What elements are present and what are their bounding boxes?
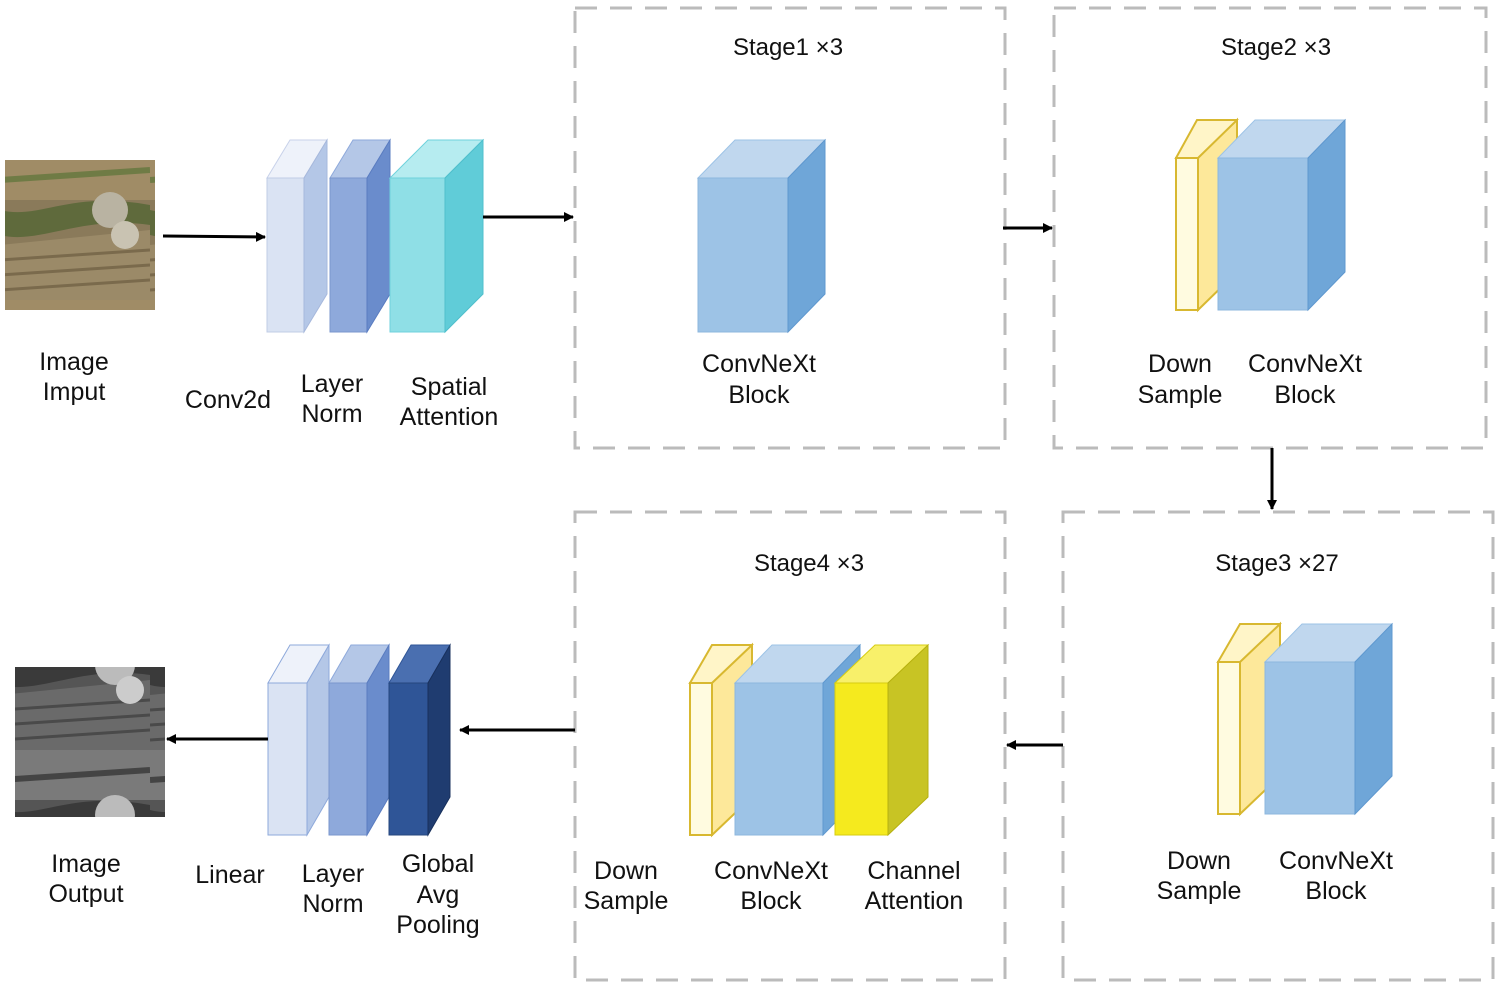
output-image (15, 667, 165, 817)
stage2-box (1052, 6, 1488, 450)
stage4-down-label-line2: Sample (584, 887, 669, 915)
gap-label-line3: Pooling (396, 911, 479, 939)
stage4-attn-label-line2: Attention (865, 887, 964, 915)
stage2-block-label-line2: Block (1274, 381, 1336, 409)
conv2d-block (266, 138, 328, 334)
gap-label-line1: Global (402, 850, 474, 878)
stage1-title: Stage1 ×3 (733, 34, 843, 61)
head-layer-norm-label-line1: Layer (302, 860, 365, 888)
stem-layer-norm-label-line2: Norm (301, 400, 362, 428)
stage1-block-label-line1: ConvNeXt (702, 350, 816, 378)
stage1-block-label-line2: Block (728, 381, 790, 409)
spatial-attention-label-line1: Spatial (411, 373, 487, 401)
stage4-box (573, 510, 1007, 982)
input-image (5, 160, 155, 310)
stage4-attn-label-line1: Channel (867, 857, 960, 885)
head-layer-norm-label-line2: Norm (302, 890, 363, 918)
stem-layer-norm-label-line1: Layer (301, 370, 364, 398)
arrow-input-to-conv2d (162, 231, 266, 242)
input-label-line2: Imput (43, 378, 106, 406)
stage3-down-label-line2: Sample (1157, 877, 1242, 905)
conv2d-label: Conv2d (185, 386, 271, 414)
stage2-down-label-line2: Sample (1138, 381, 1223, 409)
stage2-convnext-block (1216, 118, 1347, 312)
head-layer-norm-block (328, 643, 390, 837)
stem-layer-norm-block (329, 138, 391, 334)
stage4-block-label-line2: Block (740, 887, 802, 915)
stage3-block-label-line1: ConvNeXt (1279, 847, 1393, 875)
stage4-channel-attention-block (833, 643, 930, 837)
stage4-down-label-line1: Down (594, 857, 658, 885)
global-avg-pooling-block (388, 643, 451, 837)
stage2-block-label-line1: ConvNeXt (1248, 350, 1362, 378)
stage3-block-label-line2: Block (1305, 877, 1367, 905)
stage4-title: Stage4 ×3 (754, 550, 864, 577)
stage3-title: Stage3 ×27 (1215, 550, 1338, 577)
stage3-down-label-line1: Down (1167, 847, 1231, 875)
linear-block (267, 643, 330, 837)
stage2-title: Stage2 ×3 (1221, 34, 1331, 61)
input-label-line1: Image (39, 348, 108, 376)
output-label-line2: Output (48, 880, 123, 908)
spatial-attention-block (388, 138, 485, 334)
linear-label: Linear (195, 861, 265, 889)
spatial-attention-label-line2: Attention (400, 403, 499, 431)
gap-label-line2: Avg (417, 881, 460, 909)
output-label-line1: Image (51, 850, 120, 878)
stage4-block-label-line1: ConvNeXt (714, 857, 828, 885)
stage1-convnext-block (696, 138, 827, 334)
stage2-down-label-line1: Down (1148, 350, 1212, 378)
stage3-convnext-block (1263, 622, 1394, 816)
